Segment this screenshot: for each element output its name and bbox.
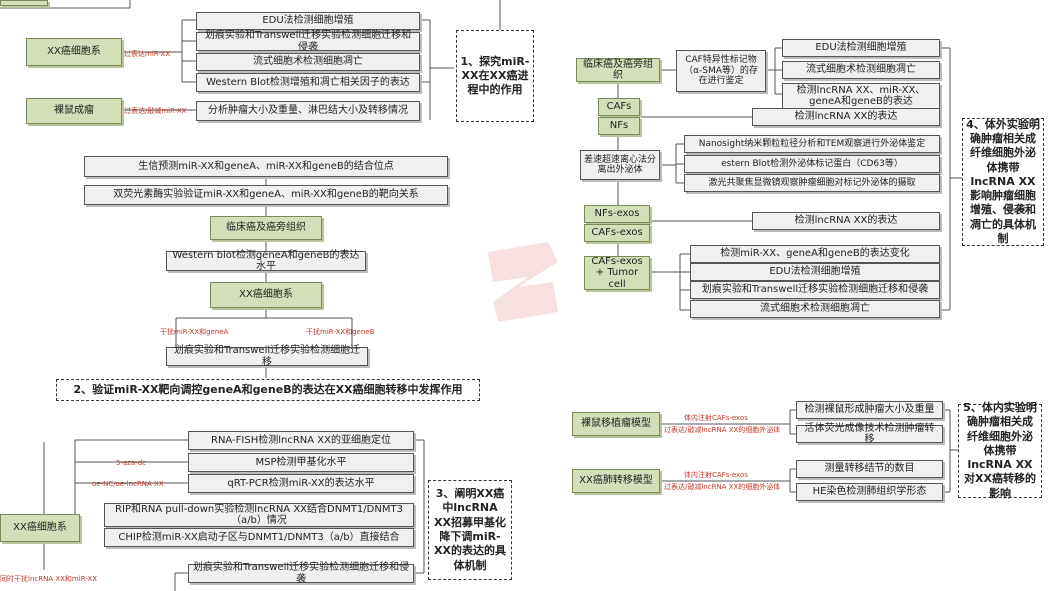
s3-step-1: RNA-FISH检测lncRNA XX的亚细胞定位 (188, 431, 414, 450)
s4-co-step-4: 流式细胞术检测细胞凋亡 (690, 300, 940, 318)
s1-step-2: 划痕实验和Transwell迁移实验检测细胞迁移和侵袭 (196, 30, 420, 53)
s2-migration-box: 划痕实验和Transwell迁移实验检测细胞迁移 (166, 345, 368, 368)
s5-red-2a: 体内注射CAFs-exos (684, 471, 748, 479)
s4-exo-step-1: Nanosight纳米颗粒粒径分析和TEM观察进行外泌体鉴定 (684, 135, 940, 153)
s4-nfs-box: NFs (598, 117, 640, 135)
s2-predict-box: 生信预测miR-XX和geneA、miR-XX和geneB的结合位点 (84, 156, 448, 177)
s4-right-step-3: 检测lncRNA XX、miR-XX、geneA和geneB的表达 (782, 83, 940, 109)
s3-step-4: RIP和RNA pull-down实验检测lncRNA XX结合DNMT1/DN… (104, 503, 414, 527)
s5-step-2a: 测量转移结节的数目 (796, 460, 943, 478)
s2-luciferase-box: 双荧光素酶实验验证miR-XX和geneA、miR-XX和geneB的靶向关系 (84, 185, 448, 205)
s1-title: 1、探究miR-XX在XX癌进程中的作用 (456, 30, 534, 122)
s1-red-label-cell: 过表达miR-XX (124, 50, 171, 58)
s2-western-box: Western blot检测geneA和geneB的表达水平 (166, 250, 366, 272)
s3-cell-box: XX癌细胞系 (0, 514, 80, 542)
s5-model-1-box: 裸鼠移植瘤模型 (572, 412, 660, 436)
s4-exo-step-2: estern Blot检测外泌体标记蛋白（CD63等） (684, 155, 940, 173)
s1-step-1: EDU法检测细胞增殖 (196, 12, 420, 30)
s5-red-1b: 过表达/敲减lncRNA XX的细胞外泌体 (664, 426, 781, 434)
s5-model-2-box: XX癌肺转移模型 (572, 469, 660, 493)
s5-step-1a: 检测裸鼠形成肿瘤大小及重量 (796, 401, 943, 419)
s4-co-step-3: 划痕实验和Transwell迁移实验检测细胞迁移和侵袭 (690, 281, 940, 299)
s5-title: 5、体内实验明确肿瘤相关成纤维细胞外泌体携带lncRNA XX对XX癌转移的影响 (958, 401, 1042, 500)
s4-right-step-1: EDU法检测细胞增殖 (782, 39, 940, 57)
s4-co-step-2: EDU法检测细胞增殖 (690, 263, 940, 281)
s1-mouse-step: 分析肿瘤大小及重量、淋巴结大小及转移情况 (196, 101, 420, 121)
s3-red-interfere: 同时干扰lncRNA XX和miR-XX (0, 575, 98, 583)
s4-detect-lnc-box: 检测lncRNA XX的表达 (752, 108, 940, 126)
s4-ultra-box: 差速超速离心法分离出外泌体 (580, 150, 660, 180)
s5-red-2b: 过表达/敲减lncRNA XX的细胞外泌体 (664, 483, 781, 491)
s3-step-3: qRT-PCR检测miR-XX的表达水平 (188, 474, 414, 493)
s5-step-2b: HE染色检测肺组织学形态 (796, 483, 943, 501)
s2-tissue-box: 临床癌及癌旁组织 (210, 216, 322, 240)
s2-red-label-b: 干扰miR-XX和geneB (306, 328, 375, 336)
s4-exo-step-3: 激光共聚焦显微镜观察肿瘤细胞对标记外泌体的摄取 (684, 174, 940, 192)
s4-nfs-exos-box: NFs-exos (584, 205, 650, 223)
s1-step-3: 流式细胞术检测细胞凋亡 (196, 53, 420, 71)
s3-red-oe: oe-NC/oe-lncRNA XX (92, 480, 164, 488)
s4-right-step-2: 流式细胞术检测细胞凋亡 (782, 61, 940, 79)
s1-mouse-box: 裸鼠成瘤 (26, 98, 122, 124)
s4-tissue-box: 临床癌及癌旁组织 (576, 58, 660, 82)
s1-step-4: Western Blot检测增殖和凋亡相关因子的表达 (196, 73, 420, 92)
s4-cafs-exos-box: CAFs-exos (584, 224, 650, 242)
s4-detect-lnc2-box: 检测lncRNA XX的表达 (752, 212, 940, 230)
s4-co-culture-box: CAFs-exos + Tumor cell (584, 256, 650, 290)
s3-step-6: 划痕实验和Transwell迁移实验检测细胞迁移和侵袭 (188, 562, 414, 585)
s4-title: 4、体外实验明确肿瘤相关成纤维细胞外泌体携带lncRNA XX影响肿瘤细胞增殖、… (962, 118, 1044, 246)
s4-co-step-1: 检测miR-XX、geneA和geneB的表达变化 (690, 245, 940, 263)
s2-title: 2、验证miR-XX靶向调控geneA和geneB的表达在XX癌细胞转移中发挥作… (56, 379, 480, 401)
s3-red-aza: 5-aza-dc (116, 459, 147, 467)
s1-cell-line-box: XX癌细胞系 (26, 38, 122, 66)
s4-marker-box: CAF特异性标记物（α-SMA等）的存在进行鉴定 (676, 50, 766, 92)
s3-title: 3、阐明XX癌中lncRNA XX招募甲基化降下调miR-XX的表达的具体机制 (428, 480, 512, 580)
s3-step-5: CHIP检测miR-XX启动子区与DNMT1/DNMT3（a/b）直接结合 (104, 528, 414, 547)
s3-step-2: MSP检测甲基化水平 (188, 453, 414, 472)
s2-cell-box: XX癌细胞系 (210, 282, 322, 308)
cell-line-box-top (0, 0, 48, 6)
s5-step-1b: 活体荧光成像技术检测肿瘤转移 (796, 423, 943, 445)
s5-red-1a: 体内注射CAFs-exos (684, 414, 748, 422)
s4-cafs-box: CAFs (598, 98, 640, 116)
watermark-logo-icon (488, 242, 558, 322)
s2-red-label-a: 干扰miR-XX和geneA (160, 328, 229, 336)
s1-red-label-mouse: 过表达/敲减miR-XX (124, 107, 187, 115)
